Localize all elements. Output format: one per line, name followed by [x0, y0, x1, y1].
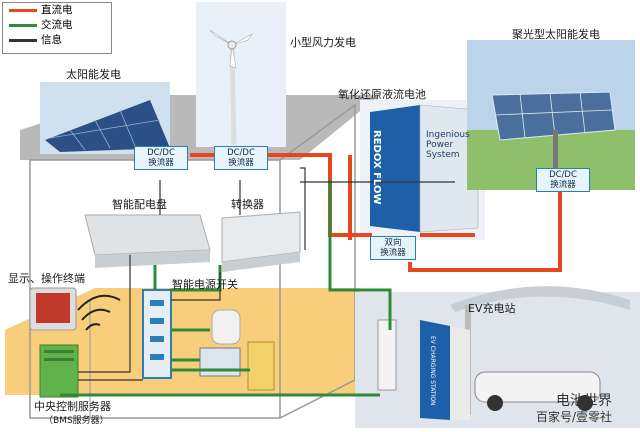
- dcdc-converter-roof-solar-text: DC/DC 换流器: [147, 148, 175, 168]
- label-converter: 转换器: [231, 198, 264, 211]
- wireless-signal-icon: [77, 294, 121, 331]
- label-display-terminal: 显示、操作终端: [8, 272, 85, 285]
- label-bms-server: （BMS服务器）: [44, 416, 109, 426]
- dcdc-converter-roof-solar: DC/DC 换流器: [134, 146, 188, 170]
- display-terminal-image: [29, 287, 77, 331]
- solar-panel-image: [40, 82, 170, 154]
- label-smart-switch: 智能电源开关: [172, 278, 238, 291]
- legend-label-dc: 直流电: [41, 4, 73, 16]
- label-concentrated-solar: 聚光型太阳能发电: [512, 28, 600, 41]
- dcdc-converter-wind-text: DC/DC 换流器: [227, 148, 255, 168]
- info-wires: [78, 167, 455, 381]
- bidirectional-converter: 双向 换流器: [370, 236, 416, 260]
- legend-swatch-dc: [9, 9, 37, 12]
- label-smart-panel: 智能配电盘: [112, 198, 167, 211]
- smart-switch-image: [142, 289, 172, 379]
- legend-item-dc: 直流电: [3, 3, 111, 18]
- bidirectional-converter-text: 双向 换流器: [380, 238, 406, 258]
- label-solar: 太阳能发电: [66, 68, 121, 81]
- redox-battery-image: [360, 100, 485, 240]
- dcdc-converter-concentrated-text: DC/DC 换流器: [549, 170, 577, 190]
- legend-label-info: 信息: [41, 34, 62, 46]
- central-server-image: [39, 344, 79, 398]
- label-wind: 小型风力发电: [290, 36, 356, 49]
- smart-panel-image: [84, 214, 211, 268]
- concentrated-solar-image: [467, 40, 635, 190]
- label-redox-battery: 氧化还原液流电池: [338, 88, 426, 101]
- label-central-server: 中央控制服务器: [34, 400, 111, 413]
- ev-station-image: [355, 286, 640, 428]
- legend-item-info: 信息: [3, 33, 111, 48]
- converter-image: [221, 211, 301, 272]
- watermark-title: 电池世界: [556, 393, 612, 409]
- legend-swatch-ac: [9, 24, 37, 27]
- legend-label-ac: 交流电: [41, 19, 73, 31]
- redox-side-text: REDOX FLOW: [371, 130, 382, 205]
- legend-item-ac: 交流电: [3, 18, 111, 33]
- dcdc-converter-wind: DC/DC 换流器: [214, 146, 268, 170]
- wind-turbine-image: [196, 2, 286, 147]
- legend-swatch-info: [9, 39, 37, 42]
- label-ev-station: EV充电站: [468, 302, 516, 315]
- redox-front-text: Ingenious Power System: [426, 130, 470, 160]
- watermark-subtitle: 百家号/壹零社: [536, 410, 613, 424]
- ev-sign-text: EV CHARGING STATION: [429, 336, 436, 406]
- legend: 直流电 交流电 信息: [2, 2, 112, 54]
- dcdc-converter-concentrated: DC/DC 换流器: [536, 168, 590, 192]
